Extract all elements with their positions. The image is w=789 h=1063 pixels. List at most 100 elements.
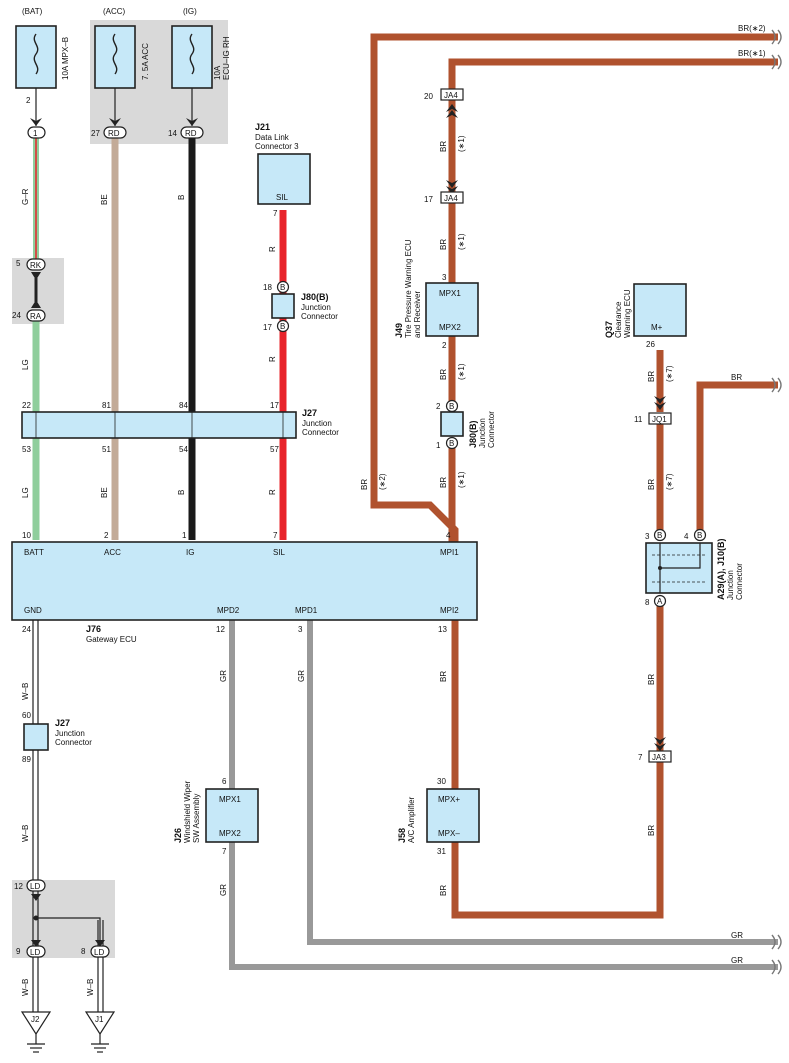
br-label-1: BR bbox=[439, 141, 448, 152]
ground-j1: J1 bbox=[84, 1011, 116, 1053]
gr-label-3: GR bbox=[219, 884, 228, 896]
wire-label-gr: G–R bbox=[21, 188, 30, 205]
fuse-acc: (ACC) 7. 5A ACC bbox=[94, 7, 150, 126]
svg-text:B: B bbox=[657, 531, 662, 540]
svg-text:13: 13 bbox=[438, 625, 447, 634]
svg-text:12: 12 bbox=[14, 882, 23, 891]
fuse-bat: (BAT) 10A MPX–B 2 bbox=[15, 7, 70, 126]
svg-text:84: 84 bbox=[179, 401, 188, 410]
svg-text:2: 2 bbox=[104, 531, 109, 540]
svg-text:54: 54 bbox=[179, 445, 188, 454]
svg-text:Connector 3: Connector 3 bbox=[255, 142, 299, 151]
br-label-ja3: BR bbox=[647, 825, 656, 836]
svg-text:J80(B): J80(B) bbox=[468, 420, 478, 448]
note-n1-3: (∗1) bbox=[457, 363, 466, 380]
gateway-ecu: 10 2 1 7 4 BATT ACC IG SIL MPI1 GND MPD2… bbox=[11, 531, 478, 644]
svg-text:J2: J2 bbox=[31, 1015, 40, 1024]
wb-label-4: W–B bbox=[86, 979, 95, 996]
q37-clearance-warning-ecu: M+ 26 Q37 Clearance Warning ECU bbox=[604, 283, 687, 349]
svg-text:26: 26 bbox=[646, 340, 655, 349]
svg-text:JA4: JA4 bbox=[444, 194, 458, 203]
svg-text:17: 17 bbox=[424, 195, 433, 204]
svg-text:SIL: SIL bbox=[276, 193, 289, 202]
svg-text:M+: M+ bbox=[651, 323, 663, 332]
ig-fuse-label-1: 10A bbox=[213, 65, 222, 80]
svg-text:Connector: Connector bbox=[55, 738, 92, 747]
svg-text:MPI2: MPI2 bbox=[440, 606, 459, 615]
fuse-arrows bbox=[30, 118, 198, 126]
svg-text:89: 89 bbox=[22, 755, 31, 764]
bat-conn-label: 1 bbox=[33, 129, 38, 138]
jq1-connector: 11 JQ1 bbox=[634, 396, 672, 425]
svg-text:Junction: Junction bbox=[301, 303, 331, 312]
gr-right-label-2: GR bbox=[731, 956, 743, 965]
svg-text:Connector: Connector bbox=[735, 563, 744, 600]
svg-text:A: A bbox=[657, 597, 663, 606]
bat-connector bbox=[27, 126, 46, 139]
svg-text:4: 4 bbox=[684, 532, 689, 541]
svg-text:JQ1: JQ1 bbox=[652, 415, 667, 424]
ig-label: (IG) bbox=[183, 7, 197, 16]
br-label-3: BR bbox=[439, 369, 448, 380]
svg-text:7: 7 bbox=[638, 753, 643, 762]
ja3-connector: 7 JA3 bbox=[638, 737, 672, 763]
wire-label-lg-1: LG bbox=[21, 359, 30, 370]
svg-text:57: 57 bbox=[270, 445, 279, 454]
ja4-connector: 20 JA4 17 JA4 bbox=[424, 88, 464, 204]
svg-text:22: 22 bbox=[22, 401, 31, 410]
svg-text:MPX–: MPX– bbox=[438, 829, 460, 838]
ig-pin: 14 bbox=[168, 129, 177, 138]
gr-label-2: GR bbox=[297, 670, 306, 682]
svg-text:18: 18 bbox=[263, 283, 272, 292]
svg-text:RK: RK bbox=[30, 261, 42, 270]
acc-conn-label: RD bbox=[108, 129, 120, 138]
svg-text:RA: RA bbox=[30, 312, 42, 321]
svg-text:17: 17 bbox=[263, 323, 272, 332]
svg-text:Junction: Junction bbox=[55, 729, 85, 738]
svg-text:MPX2: MPX2 bbox=[439, 323, 461, 332]
wire-label-b-1: B bbox=[177, 195, 186, 200]
svg-text:Junction: Junction bbox=[302, 419, 332, 428]
svg-text:and Receiver: and Receiver bbox=[413, 291, 422, 338]
svg-text:11: 11 bbox=[634, 415, 643, 424]
ground-j2: J2 bbox=[20, 1011, 52, 1053]
wire-label-r-2: R bbox=[268, 356, 277, 362]
svg-text:1: 1 bbox=[182, 531, 187, 540]
svg-text:MPI1: MPI1 bbox=[440, 548, 459, 557]
ig-conn-label: RD bbox=[185, 129, 197, 138]
svg-text:J26: J26 bbox=[173, 828, 183, 843]
note-n1-4: (∗1) bbox=[457, 471, 466, 488]
wire-label-be-2: BE bbox=[100, 487, 109, 498]
svg-text:3: 3 bbox=[645, 532, 650, 541]
svg-text:51: 51 bbox=[102, 445, 111, 454]
svg-text:Warning ECU: Warning ECU bbox=[623, 289, 632, 338]
svg-text:17: 17 bbox=[270, 401, 279, 410]
bat-fuse-label: 10A MPX–B bbox=[61, 37, 70, 80]
svg-text:6: 6 bbox=[222, 777, 227, 786]
svg-text:7: 7 bbox=[273, 531, 278, 540]
gr-label-1: GR bbox=[219, 670, 228, 682]
gr-right-label-1: GR bbox=[731, 931, 743, 940]
bat-pin: 2 bbox=[26, 96, 31, 105]
svg-text:Junction: Junction bbox=[726, 570, 735, 600]
svg-text:8: 8 bbox=[645, 598, 650, 607]
j27-junction-connector-low: 60 89 J27 Junction Connector bbox=[22, 711, 92, 764]
j21-data-link-connector: J21 Data Link Connector 3 SIL 7 bbox=[255, 122, 311, 218]
svg-text:MPX2: MPX2 bbox=[219, 829, 241, 838]
svg-text:53: 53 bbox=[22, 445, 31, 454]
acc-connector bbox=[103, 126, 127, 139]
wire-label-r-1: R bbox=[268, 246, 277, 252]
fuse-ig: (IG) 10A ECU–IG RH bbox=[171, 7, 231, 126]
br2-label: BR(∗2) bbox=[738, 24, 766, 33]
svg-text:LD: LD bbox=[30, 882, 40, 891]
note-n7-1: (∗7) bbox=[665, 365, 674, 382]
svg-text:8: 8 bbox=[81, 947, 86, 956]
svg-text:3: 3 bbox=[442, 273, 447, 282]
svg-text:7: 7 bbox=[273, 209, 278, 218]
svg-text:SW Assembly: SW Assembly bbox=[192, 794, 201, 843]
svg-text:B: B bbox=[280, 283, 285, 292]
svg-text:Tire Pressure Warning ECU: Tire Pressure Warning ECU bbox=[404, 239, 413, 338]
splice-dot bbox=[33, 915, 39, 921]
svg-text:A29(A), J10(B): A29(A), J10(B) bbox=[716, 538, 726, 600]
